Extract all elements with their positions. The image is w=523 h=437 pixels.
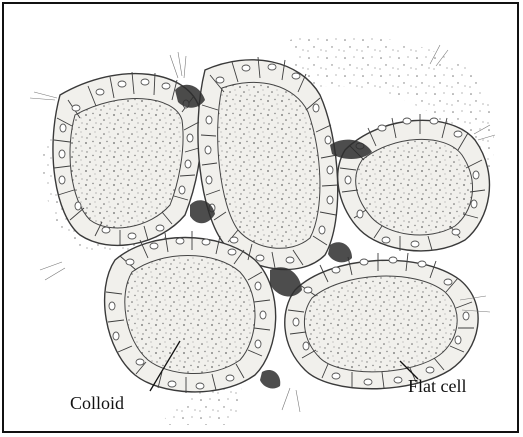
flat-cell-label: Flat cell	[408, 376, 466, 397]
follicle-right-top	[338, 120, 490, 251]
colloid-label: Colloid	[70, 393, 124, 414]
